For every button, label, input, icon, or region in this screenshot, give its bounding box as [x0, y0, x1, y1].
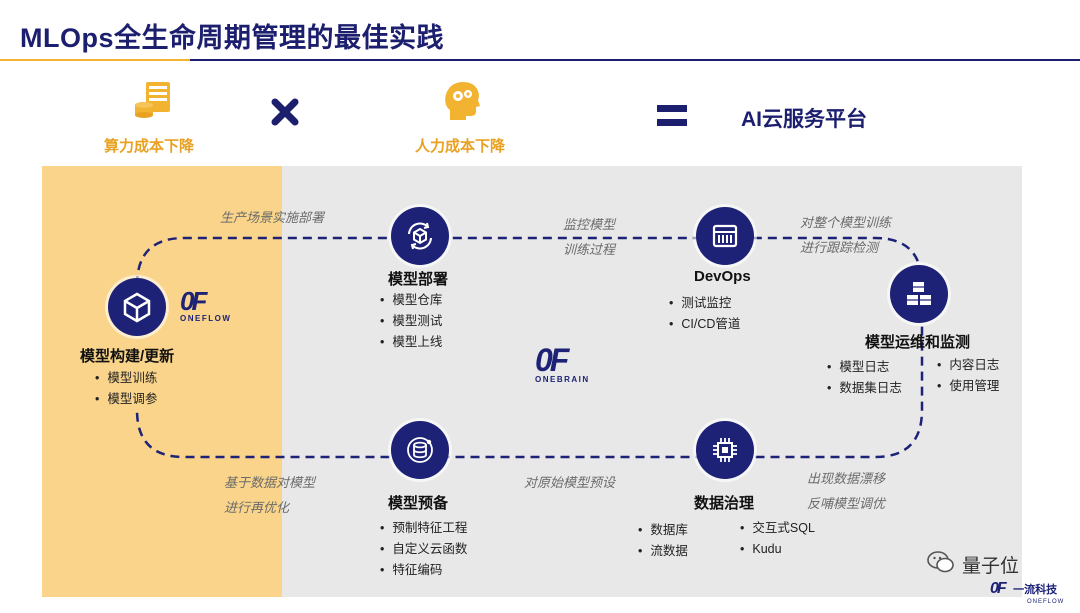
- edge-label-line: 反哺模型调优: [807, 496, 886, 511]
- list-item: 模型训练: [95, 368, 157, 389]
- monitor-title: 模型运维和监测: [865, 334, 971, 351]
- onebrain-logo: 0F ONEBRAIN: [535, 342, 590, 384]
- cube-cycle-icon: [391, 207, 449, 265]
- build-title: 模型构建/更新: [80, 348, 175, 365]
- oneflow-mark: 0F: [180, 286, 207, 316]
- list-item: 交互式SQL: [740, 518, 815, 539]
- footer-mark: 0F: [990, 580, 1007, 597]
- list-item: 模型测试: [380, 311, 442, 332]
- edge-label-line: 出现数据漂移: [807, 471, 886, 486]
- equals-icon: [657, 105, 687, 127]
- deploy-title: 模型部署: [388, 271, 449, 288]
- devops-title: DevOps: [694, 268, 751, 285]
- labor-cost-label: 人力成本下降: [415, 138, 506, 155]
- ai-cloud-platform-label: AI云服务平台: [741, 108, 867, 131]
- times-icon: [270, 97, 300, 127]
- edge-label-line: 对整个模型训练: [800, 215, 892, 230]
- onebrain-mark: 0F: [535, 342, 569, 378]
- prep-list: 预制特征工程 自定义云函数 特征编码: [380, 518, 467, 581]
- footer-logo: 0F 一流科技: [990, 580, 1057, 598]
- database-icon: [391, 421, 449, 479]
- cube-icon: [108, 278, 166, 336]
- title-rule: [190, 59, 1080, 61]
- list-item: 模型日志: [827, 357, 902, 378]
- edge-label-line: 进行跟踪检测: [800, 240, 879, 255]
- monitor-list-right: 内容日志 使用管理: [937, 355, 999, 397]
- oneflow-text: ONEFLOW: [180, 314, 232, 323]
- list-item: 特征编码: [380, 560, 467, 581]
- devops-list: 测试监控 CI/CD管道: [669, 293, 740, 335]
- governance-list-right: 交互式SQL Kudu: [740, 518, 815, 560]
- head-gears-icon: [442, 78, 482, 122]
- compute-cost-label: 算力成本下降: [104, 138, 195, 155]
- list-item: 测试监控: [669, 293, 740, 314]
- build-list: 模型训练 模型调参: [95, 368, 157, 410]
- stacked-cubes-icon: [890, 265, 948, 323]
- footer-text: 一流科技: [1013, 584, 1058, 596]
- list-item: 流数据: [638, 541, 688, 562]
- chip-icon: [696, 421, 754, 479]
- list-item: CI/CD管道: [669, 314, 740, 335]
- governance-list-left: 数据库 流数据: [638, 520, 688, 562]
- page-title: MLOps全生命周期管理的最佳实践: [20, 23, 444, 53]
- edge-label-line: 训练过程: [563, 242, 616, 257]
- list-item: 模型仓库: [380, 290, 442, 311]
- server-coin-icon: [134, 80, 176, 120]
- oneflow-logo: 0F ONEFLOW: [180, 288, 231, 323]
- list-item: 模型调参: [95, 389, 157, 410]
- build-panel: [42, 166, 282, 597]
- list-item: Kudu: [740, 539, 815, 560]
- deploy-list: 模型仓库 模型测试 模型上线: [380, 290, 442, 353]
- list-item: 内容日志: [937, 355, 999, 376]
- edge-label-line: 监控模型: [563, 217, 616, 232]
- list-item: 使用管理: [937, 376, 999, 397]
- list-item: 模型上线: [380, 332, 442, 353]
- list-item: 数据集日志: [827, 378, 902, 399]
- edge-label-governance-prep: 对原始模型预设: [524, 475, 616, 490]
- edge-label-devops-monitor: 对整个模型训练 进行跟踪检测: [800, 210, 891, 260]
- server-rack-icon: [696, 207, 754, 265]
- list-item: 数据库: [638, 520, 688, 541]
- edge-label-monitor-governance: 出现数据漂移 反哺模型调优: [807, 466, 885, 516]
- monitor-list-left: 模型日志 数据集日志: [827, 357, 902, 399]
- edge-label-line: 基于数据对模型: [224, 475, 316, 490]
- list-item: 自定义云函数: [380, 539, 467, 560]
- wechat-icon: [927, 550, 955, 574]
- prep-title: 模型预备: [388, 495, 449, 512]
- footer-sub: ONEFLOW: [1027, 599, 1065, 605]
- onebrain-text: ONEBRAIN: [535, 375, 590, 384]
- governance-title: 数据治理: [694, 495, 755, 512]
- title-rule-accent: [0, 59, 190, 61]
- list-item: 预制特征工程: [380, 518, 467, 539]
- edge-label-line: 进行再优化: [224, 500, 290, 515]
- edge-label-deploy-devops: 监控模型 训练过程: [563, 212, 615, 262]
- edge-label-build-deploy: 生产场景实施部署: [220, 210, 325, 225]
- edge-label-prep-build: 基于数据对模型 进行再优化: [224, 470, 315, 520]
- watermark-text: 量子位: [962, 556, 1020, 577]
